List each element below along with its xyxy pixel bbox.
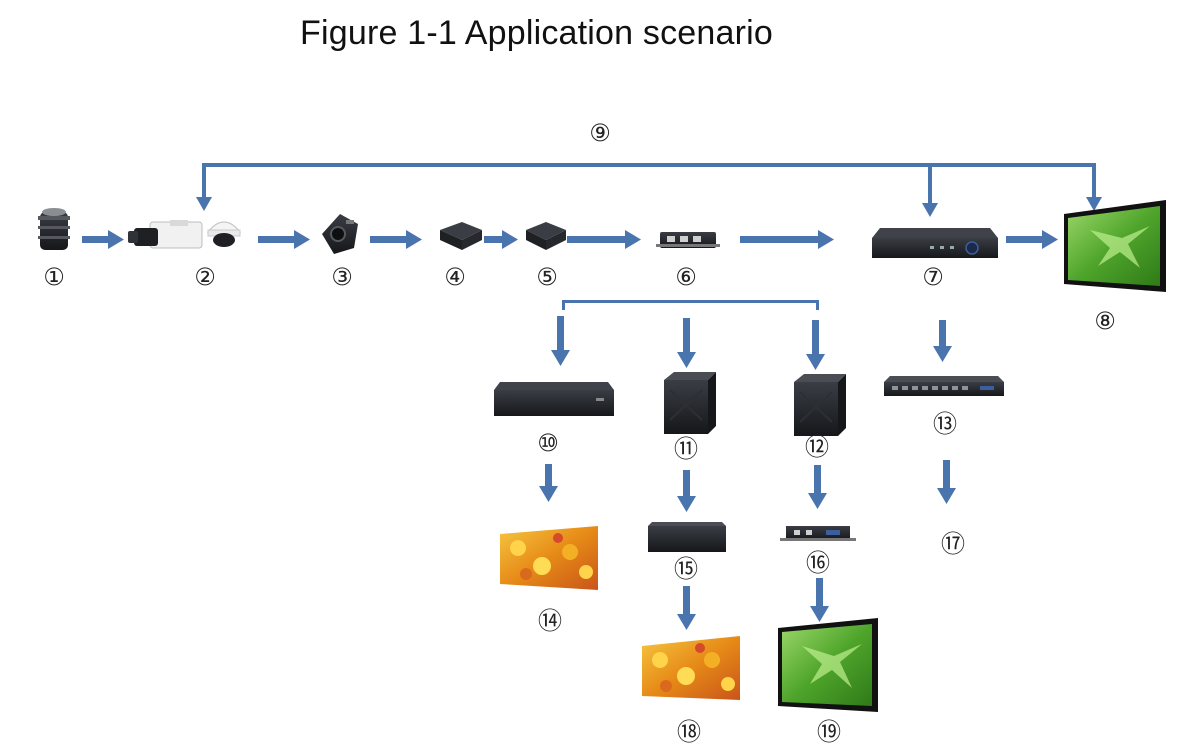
ip-camera-icon bbox=[128, 220, 203, 249]
top-bus-arrow bbox=[196, 163, 1102, 217]
label-14: ⑭ bbox=[538, 607, 562, 635]
dome-camera-icon bbox=[206, 221, 242, 247]
decoder-tower-icon bbox=[794, 374, 846, 436]
label-10: ⑩ bbox=[537, 429, 559, 457]
arrow-13-to-17 bbox=[937, 460, 956, 504]
monitor-display-icon bbox=[1064, 200, 1166, 292]
label-19: ⑲ bbox=[817, 718, 841, 746]
decoder-tower-icon bbox=[664, 372, 716, 434]
label-7: ⑦ bbox=[922, 263, 944, 291]
network-camera-icon bbox=[322, 214, 358, 254]
label-9: ⑨ bbox=[589, 119, 611, 147]
arrow-1-to-2 bbox=[82, 230, 124, 249]
arrow-4-to-5 bbox=[484, 230, 518, 249]
arrow-10-to-14 bbox=[539, 464, 558, 502]
figure-title: Figure 1-1 Application scenario bbox=[300, 14, 774, 52]
arrow-7-to-8 bbox=[1006, 230, 1058, 249]
monitor-display-icon bbox=[778, 618, 878, 712]
arrow-5-to-6 bbox=[567, 230, 641, 249]
arrow-6-to-11 bbox=[677, 318, 696, 368]
video-wall-icon bbox=[642, 636, 740, 700]
nvr-recorder-icon bbox=[872, 228, 998, 258]
arrow-2-to-3 bbox=[258, 230, 310, 249]
branch-bracket bbox=[562, 300, 819, 310]
label-13: ⑬ bbox=[933, 410, 957, 438]
camera-lens-icon bbox=[38, 208, 70, 250]
arrow-7-to-13 bbox=[933, 320, 952, 362]
converter-box-icon bbox=[526, 222, 566, 250]
arrow-11-to-15 bbox=[677, 470, 696, 512]
connector-arrows bbox=[82, 163, 1102, 630]
arrow-12-to-16 bbox=[808, 465, 827, 509]
label-11: ⑪ bbox=[674, 435, 698, 463]
network-switch-icon bbox=[884, 376, 1004, 396]
switch-box-icon bbox=[656, 232, 720, 248]
label-5: ⑤ bbox=[536, 263, 558, 291]
label-18: ⑱ bbox=[677, 718, 701, 746]
label-6: ⑥ bbox=[675, 263, 697, 291]
label-8: ⑧ bbox=[1094, 307, 1116, 335]
label-12: ⑫ bbox=[805, 433, 829, 461]
decoder-box-small-icon bbox=[780, 526, 856, 541]
number-labels: ① ② ③ ④ ⑤ ⑥ ⑦ ⑧ ⑨ ⑩ ⑪ ⑫ ⑬ ⑭ ⑮ ⑯ ⑰ ⑱ ⑲ bbox=[43, 119, 1116, 746]
video-wall-icon bbox=[500, 526, 598, 590]
label-1: ① bbox=[43, 263, 65, 291]
encoder-box-icon bbox=[440, 222, 482, 250]
arrow-6-to-12 bbox=[806, 320, 825, 370]
label-3: ③ bbox=[331, 263, 353, 291]
label-16: ⑯ bbox=[806, 549, 830, 577]
decoder-box-icon bbox=[648, 522, 726, 552]
arrow-15-to-18 bbox=[677, 586, 696, 630]
label-15: ⑮ bbox=[674, 555, 698, 583]
label-4: ④ bbox=[444, 263, 466, 291]
arrow-16-to-19 bbox=[810, 578, 829, 622]
storage-server-icon bbox=[494, 382, 614, 416]
label-2: ② bbox=[194, 263, 216, 291]
arrow-6-to-7 bbox=[740, 230, 834, 249]
label-17: ⑰ bbox=[941, 530, 965, 558]
arrow-3-to-4 bbox=[370, 230, 422, 249]
arrow-6-to-10 bbox=[551, 316, 570, 366]
